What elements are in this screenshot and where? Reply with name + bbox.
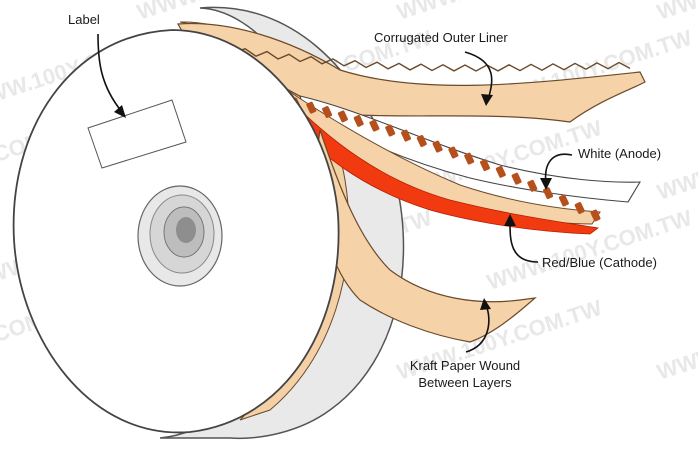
- label-callout: Label: [68, 12, 100, 28]
- corrugated-callout: Corrugated Outer Liner: [374, 30, 508, 46]
- red-cathode-callout: Red/Blue (Cathode): [542, 255, 657, 271]
- reel-hub: [138, 186, 222, 286]
- watermark-text: WWW.100Y.COM.TW: [654, 295, 698, 385]
- white-anode-callout: White (Anode): [578, 146, 661, 162]
- watermark-text: WWW.100Y.COM.TW: [654, 0, 698, 25]
- kraft-callout-line2: Between Layers: [390, 375, 540, 391]
- watermark-text: WWW.100Y.COM.TW: [394, 0, 605, 25]
- kraft-callout-line1: Kraft Paper Wound: [390, 358, 540, 374]
